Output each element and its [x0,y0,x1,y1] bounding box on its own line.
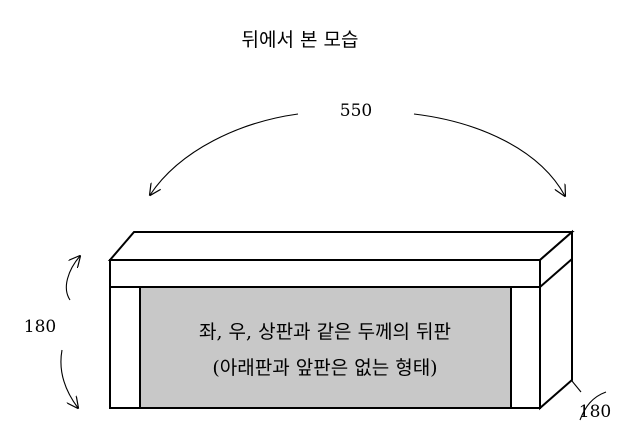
width-dimension-label: 550 [340,101,372,121]
height-arrow-bottom [60,349,78,408]
width-arrow-right [413,113,565,196]
panel-note-line1: 좌, 우, 상판과 같은 두께의 뒤판 [199,321,451,343]
height-dimension-label: 180 [24,317,56,337]
panel-note-line2: (아래판과 앞판은 없는 형태) [212,357,437,379]
height-arrow-top [65,256,80,301]
depth-arrow [579,391,607,421]
depth-arrow-head [571,380,582,393]
back-panel [139,286,512,409]
depth-dimension-label: 180 [579,402,611,422]
box-top-face [107,231,575,261]
diagram-title: 뒤에서 본 모습 [242,29,359,51]
width-arrow-left [150,113,299,195]
box-side-top-board-line [539,258,573,288]
box-side-face [539,229,573,411]
